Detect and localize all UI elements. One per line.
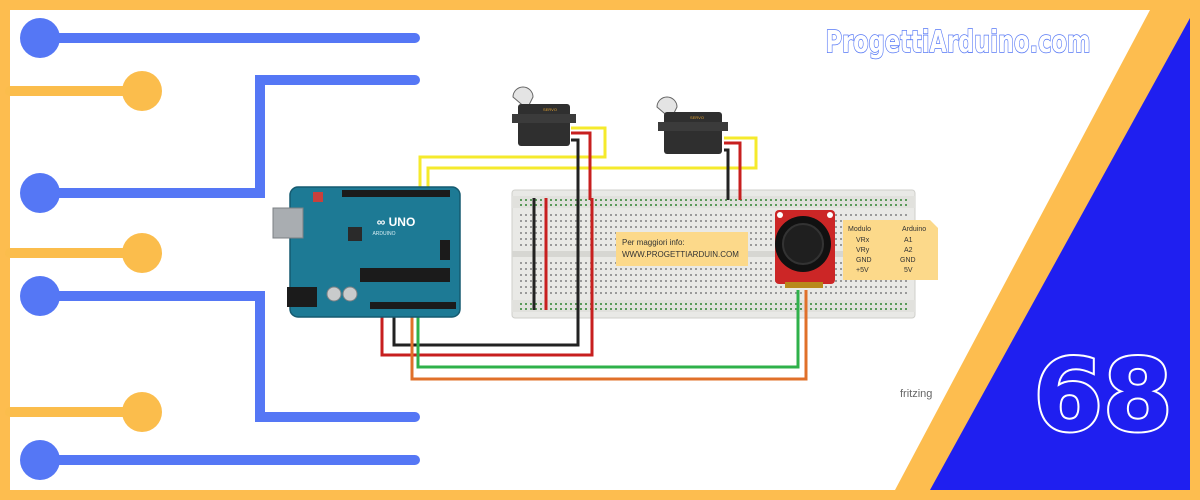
usb-connector <box>272 207 304 239</box>
note-info-line2: WWW.PROGETTIARDUIN.COM <box>622 250 739 259</box>
wire-yellow-servo-right <box>426 136 758 190</box>
node-yellow-3 <box>122 392 162 432</box>
microcontroller-chip <box>360 268 450 282</box>
icsp-header <box>440 240 450 260</box>
pin-table-r1-modulo: VRx <box>856 237 870 244</box>
reset-button <box>313 192 323 202</box>
pin-table-r2-arduino: A2 <box>904 247 913 254</box>
usb-chip <box>348 227 362 241</box>
circuit-diagram: ∞ UNO ARDUINO SERVO SERVO Per maggiori i… <box>272 86 938 400</box>
pin-table-header-modulo: Modulo <box>848 226 871 233</box>
servo-right-label: SERVO <box>690 115 704 120</box>
wire-red-arduino-5v <box>380 305 594 357</box>
node-blue-3 <box>20 276 60 316</box>
node-blue-4 <box>20 440 60 480</box>
capacitor-2 <box>342 286 358 302</box>
wire-green-joystick <box>416 290 800 369</box>
servo-right: SERVO <box>656 96 728 154</box>
episode-number: 68 <box>1033 337 1172 454</box>
pin-table-r4-modulo: +5V <box>856 267 869 274</box>
circuit-traces <box>5 33 420 465</box>
joystick-mount-hole-right <box>827 212 833 218</box>
pin-table-r3-modulo: GND <box>856 257 872 264</box>
pin-table-r2-modulo: VRy <box>856 247 870 254</box>
wires <box>380 126 808 381</box>
capacitor-1 <box>326 286 342 302</box>
note-info: Per maggiori info: WWW.PROGETTIARDUIN.CO… <box>616 232 748 266</box>
trace-blue-3 <box>37 291 420 422</box>
wire-black-servo-left <box>571 138 580 200</box>
wire-red-servo-left <box>571 131 592 200</box>
pin-table-r1-arduino: A1 <box>904 237 913 244</box>
wire-red-servo-right <box>724 141 742 200</box>
blue-corner-triangle <box>930 18 1190 490</box>
servo-left: SERVO <box>512 86 576 146</box>
arduino-uno-board: ∞ UNO ARDUINO <box>272 186 461 318</box>
arduino-sub-label: ARDUINO <box>372 231 395 237</box>
wire-orange-joystick <box>410 290 808 381</box>
circuit-nodes <box>20 18 162 480</box>
wire-yellow-servo-left <box>418 126 607 190</box>
wire-black-servo-right <box>724 148 730 200</box>
node-blue-2 <box>20 173 60 213</box>
fritzing-watermark: fritzing <box>900 388 932 400</box>
joystick-module <box>775 210 835 288</box>
bottom-header <box>370 302 456 309</box>
power-jack <box>287 287 317 307</box>
wire-black-arduino-gnd <box>392 305 580 347</box>
arduino-brand-label: ∞ UNO <box>377 215 416 229</box>
pin-table-r4-arduino: 5V <box>904 267 913 274</box>
node-blue-1 <box>20 18 60 58</box>
pin-table-r3-arduino: GND <box>900 257 916 264</box>
joystick-mount-hole-left <box>777 212 783 218</box>
site-title: ProgettiArduino.com <box>826 25 1091 60</box>
pin-table-header-arduino: Arduino <box>902 226 926 233</box>
note-info-line1: Per maggiori info: <box>622 238 685 247</box>
note-pin-table: Modulo Arduino VRx A1 VRy A2 GND GND +5V… <box>843 220 938 280</box>
trace-blue-2 <box>37 75 420 198</box>
servo-left-label: SERVO <box>543 107 557 112</box>
node-yellow-1 <box>122 71 162 111</box>
top-header <box>342 190 450 197</box>
node-yellow-2 <box>122 233 162 273</box>
